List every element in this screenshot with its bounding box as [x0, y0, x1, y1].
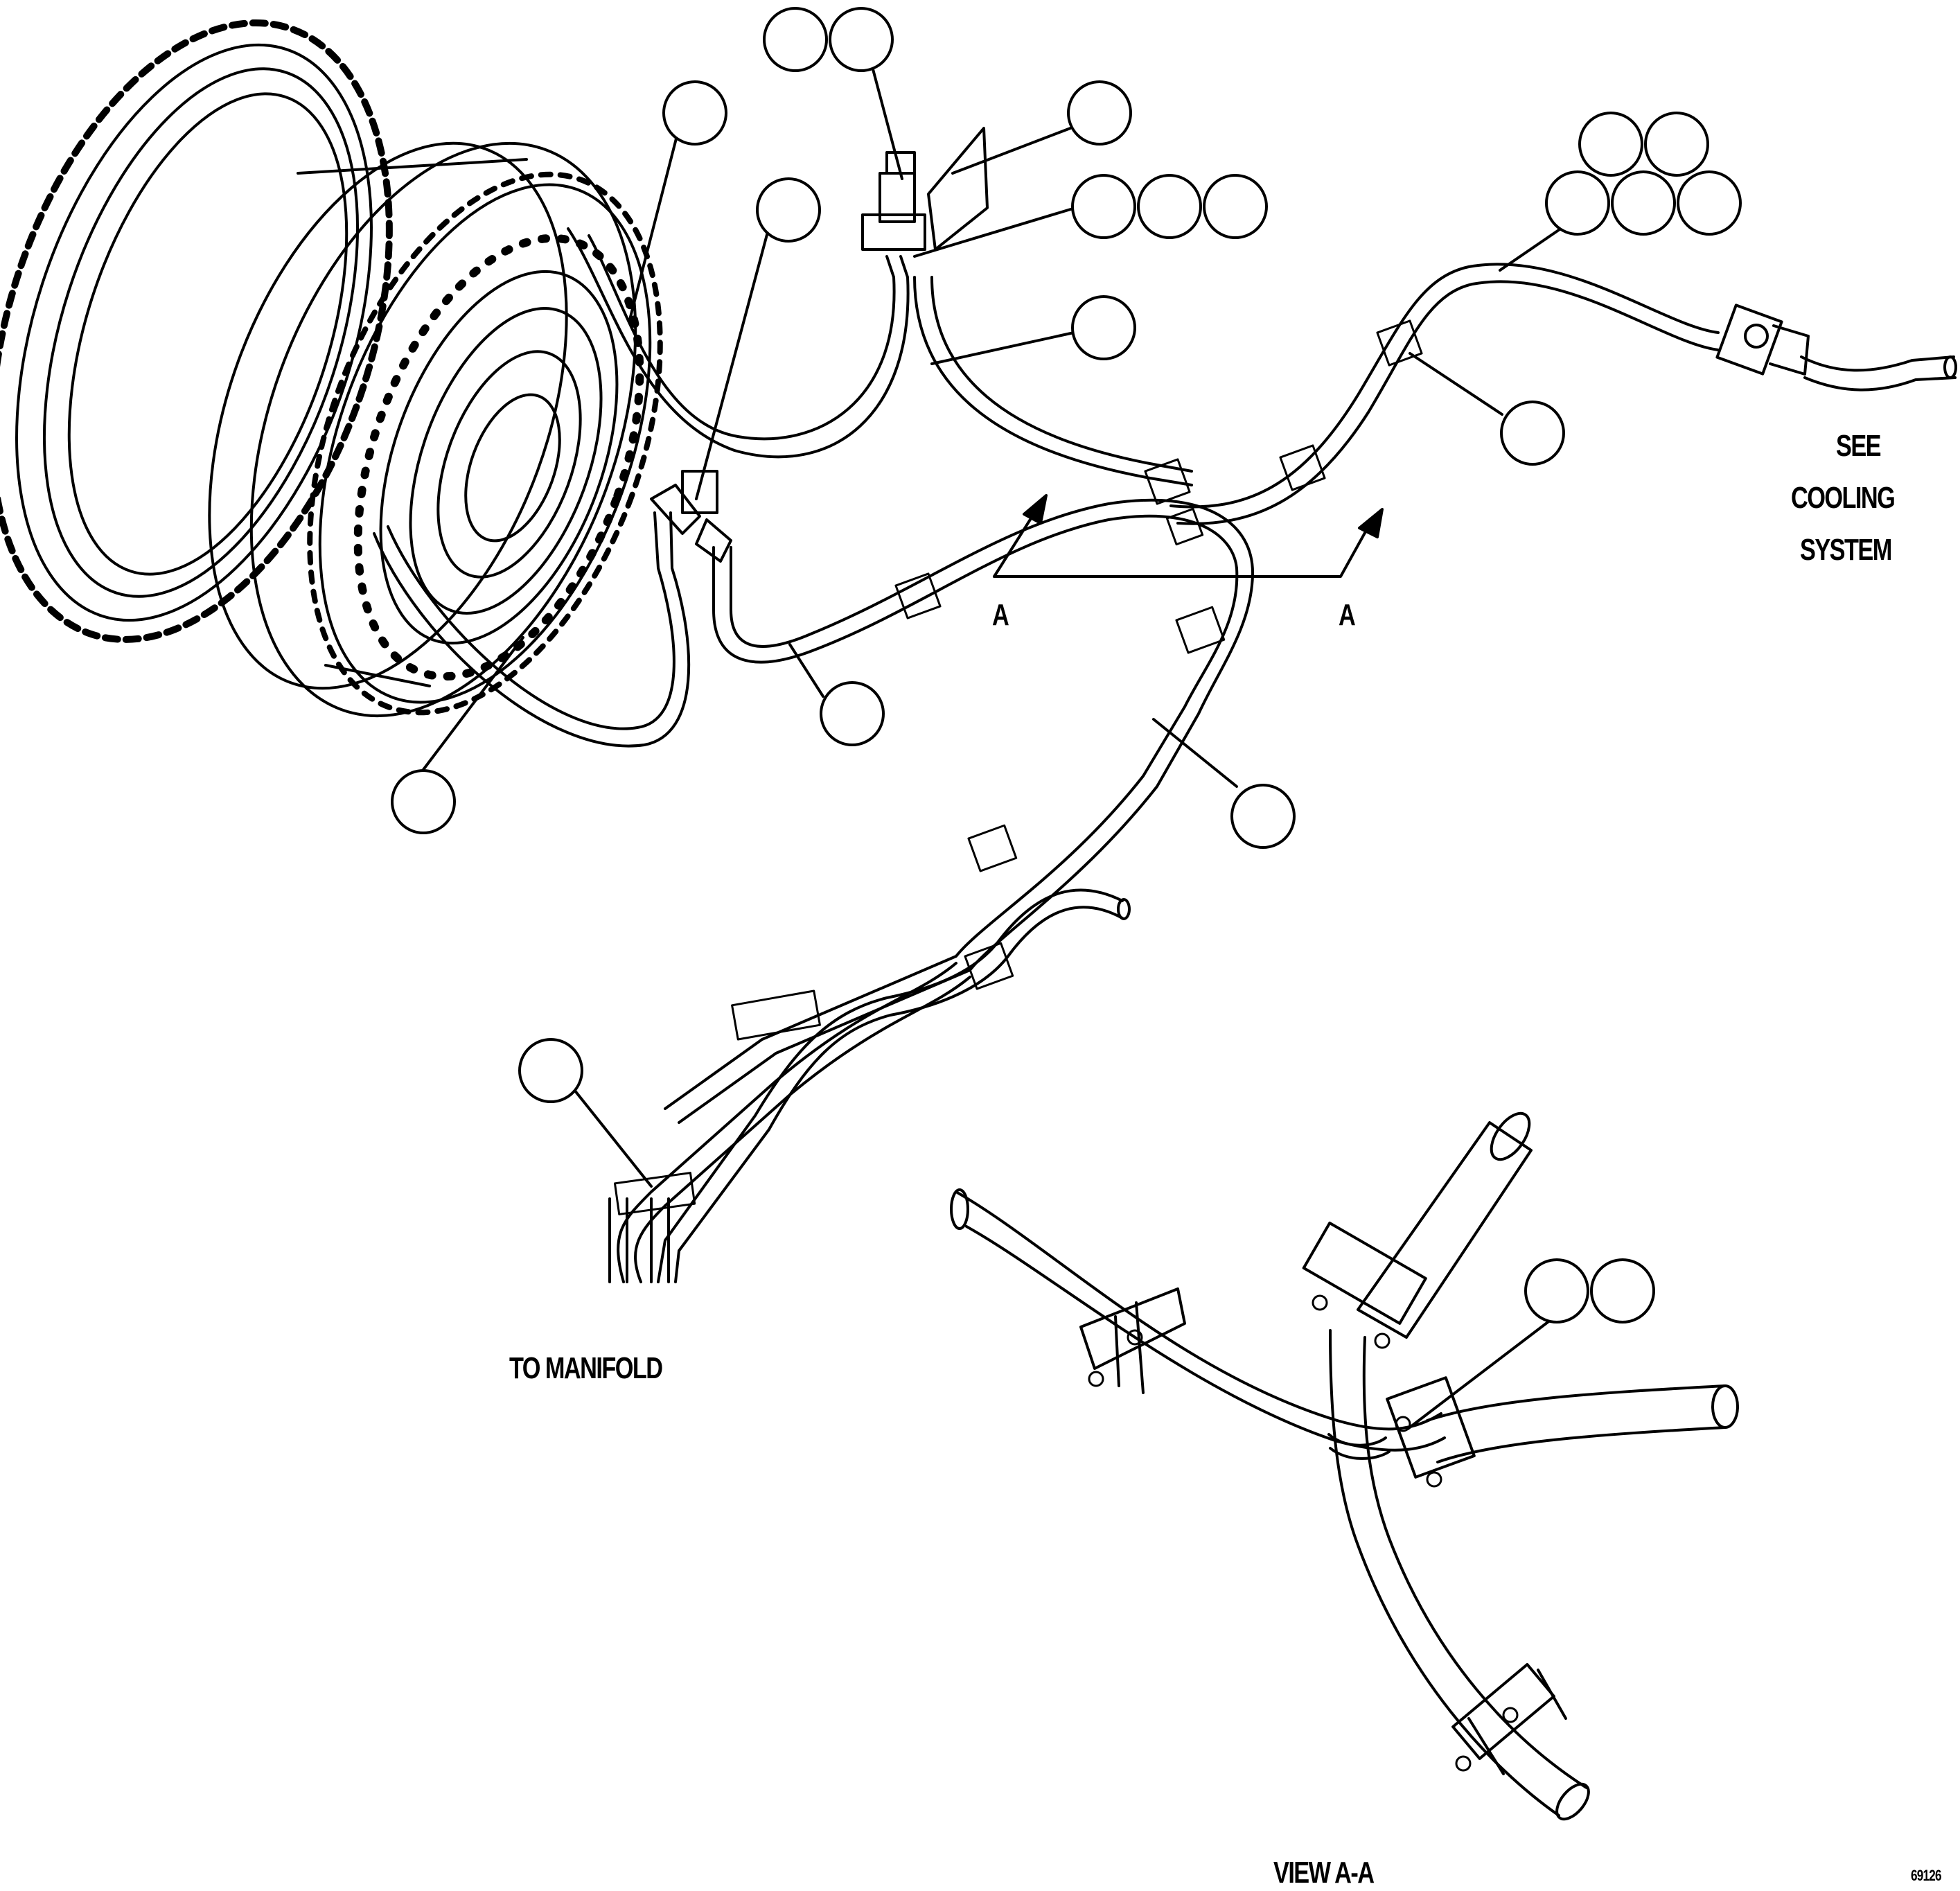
- section-arrow-a-a: [993, 515, 1370, 578]
- see-cooling-line1: SEE: [1836, 429, 1882, 463]
- section-marker-right: A: [1339, 598, 1356, 632]
- section-arrowheads: [1023, 494, 1384, 538]
- cooling-fitting: [1715, 304, 1810, 376]
- hose-ends-bottom: [608, 1197, 670, 1283]
- ring-gear: [0, 19, 393, 643]
- clamp-bolts: [1088, 1294, 1519, 1772]
- torque-converter-housing: [208, 141, 663, 718]
- see-cooling-line3: SYSTEM: [1800, 533, 1892, 567]
- view-a-a-detail: [950, 1111, 1739, 1821]
- hose-right-end: [1800, 355, 1957, 392]
- view-a-a-title: VIEW A-A: [1273, 1856, 1375, 1890]
- leader-lines: [421, 68, 1567, 1430]
- hose-main-right: [1169, 263, 1720, 525]
- fitting-top-bracket: [861, 127, 989, 251]
- hose-lower-1: [617, 962, 971, 1283]
- hose-elbow-to-main: [664, 498, 1255, 1124]
- hose-clamps: [613, 319, 1423, 1215]
- elbow-fitting: [650, 470, 732, 563]
- callout-balloons: [391, 7, 1742, 1323]
- to-manifold-label: TO MANIFOLD: [509, 1351, 663, 1385]
- hose-upper-left: [567, 227, 910, 459]
- drawing-number: 69126: [1911, 1867, 1942, 1884]
- hose-center-to-junction: [913, 276, 1193, 486]
- see-cooling-line2: COOLING: [1791, 481, 1896, 515]
- section-marker-left: A: [992, 598, 1009, 632]
- hose-lower-2: [657, 888, 1131, 1283]
- hose-engine-to-elbow: [373, 511, 691, 748]
